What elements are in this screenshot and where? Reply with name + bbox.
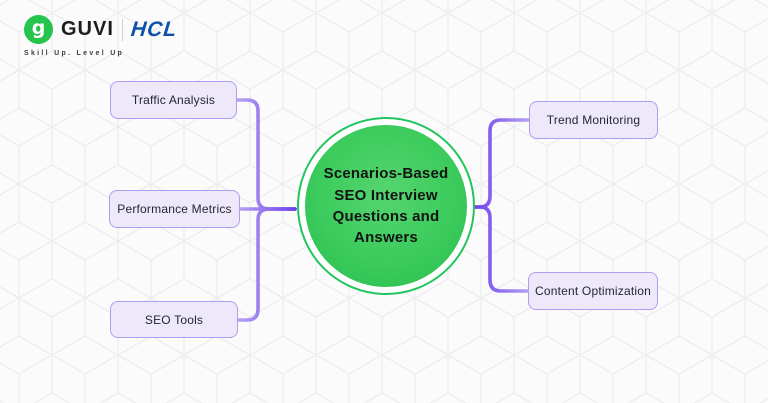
connector-seo-tools — [236, 207, 297, 322]
node-label: SEO Tools — [144, 312, 204, 327]
logo-divider — [121, 18, 123, 41]
central-topic-fill: Scenarios-Based SEO Interview Questions … — [305, 125, 467, 287]
node-label: Trend Monitoring — [546, 113, 641, 127]
node-label: Performance Metrics — [117, 202, 232, 216]
brand-tagline: Skill Up. Level Up — [24, 50, 125, 57]
node-seo-tools: SEO Tools — [110, 301, 238, 338]
node-content-optimization: Content Optimization — [528, 272, 658, 310]
node-trend-monitoring: Trend Monitoring — [529, 101, 658, 139]
connector-traffic-analysis — [235, 98, 297, 211]
hcl-wordmark: HCL — [129, 17, 179, 41]
node-traffic-analysis: Traffic Analysis — [110, 81, 237, 119]
guvi-wordmark: GUVI — [61, 18, 114, 40]
guvi-icon-letter: g — [31, 16, 46, 39]
node-label: Content Optimization — [534, 284, 652, 298]
central-topic-circle: Scenarios-Based SEO Interview Questions … — [297, 117, 475, 295]
brand-logo: g GUVI HCL Skill Up. Level Up — [24, 15, 179, 57]
guvi-logo-icon: g — [24, 15, 53, 44]
connector-trend-monitoring — [472, 118, 531, 209]
node-performance-metrics: Performance Metrics — [109, 190, 240, 228]
node-label: Traffic Analysis — [131, 93, 216, 107]
central-topic-label: Scenarios-Based SEO Interview Questions … — [323, 165, 449, 247]
connector-content-optimization — [472, 205, 530, 293]
